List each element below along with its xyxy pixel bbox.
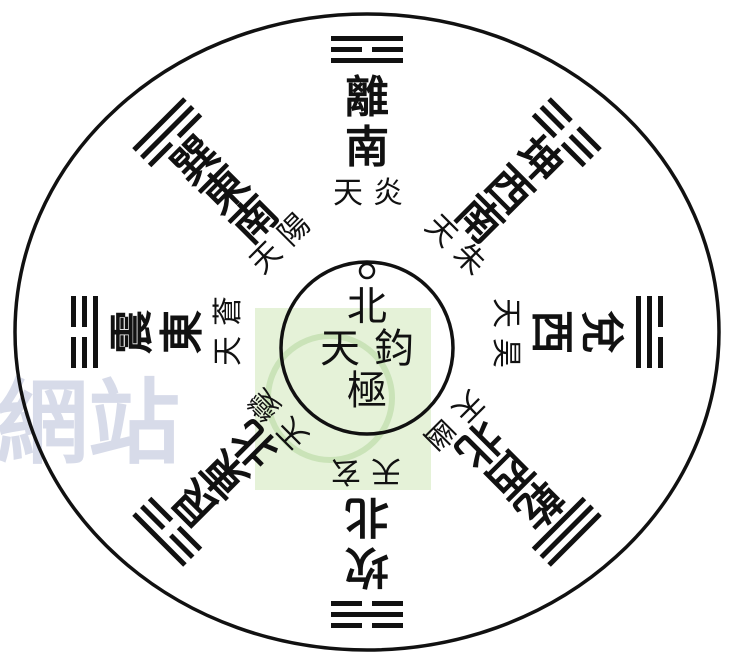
- center-north-char: 北: [347, 284, 387, 330]
- sector-zhen-small-2: 蒼: [211, 296, 246, 326]
- sector-li-small-1: 天: [333, 176, 363, 211]
- trigram-gen-icon: [132, 496, 203, 567]
- watermark-text: 網站: [0, 370, 180, 477]
- sector-kan-big-2: 北: [345, 491, 389, 542]
- sector-li-big-2: 南: [345, 122, 389, 173]
- sector-zhen-big-2: 東: [157, 310, 208, 354]
- pole-star-dot: [358, 262, 376, 280]
- sector-kan-small-2: 玄: [331, 453, 361, 488]
- sector-li: 離 南 天 炎: [331, 36, 403, 211]
- sector-dui: 兌 西 天 昊: [488, 296, 663, 368]
- sector-li-small-2: 炎: [373, 176, 403, 211]
- sector-kan-small-1: 天: [371, 453, 401, 488]
- sector-kan: 坎 北 天 玄: [331, 453, 403, 628]
- outer-ring: [13, 12, 721, 652]
- sector-dui-small-2: 昊: [488, 338, 523, 368]
- trigram-dui-icon: [636, 296, 663, 368]
- sector-li-big-1: 離: [345, 72, 389, 123]
- trigram-kun-icon: [531, 97, 602, 168]
- sector-dui-big-2: 西: [526, 310, 577, 354]
- center-label: 北 天 鈞 極: [320, 284, 414, 414]
- trigram-zhen-icon: [71, 296, 98, 368]
- trigram-li-icon: [331, 36, 403, 63]
- taiji-watermark-icon: [265, 333, 395, 463]
- trigram-qian-icon: [531, 496, 602, 567]
- inner-ring: [279, 260, 455, 436]
- sector-zhen-small-1: 天: [211, 336, 246, 366]
- center-jun-char: 鈞: [374, 326, 414, 372]
- trigram-xun-icon: [132, 97, 203, 168]
- sector-zhen-big-1: 震: [107, 309, 158, 354]
- center-pole-char: 極: [347, 368, 387, 414]
- sector-dui-small-1: 天: [488, 298, 523, 328]
- sector-zhen: 震 東 天 蒼: [71, 296, 246, 368]
- sector-xun: 巽 東 南 天 陽: [132, 97, 318, 281]
- sector-qian: 乾 西 北 天 幽: [416, 383, 602, 567]
- center-heaven-char: 天: [320, 326, 360, 372]
- trigram-kan-icon: [331, 601, 403, 628]
- watermark: 網站: [0, 308, 431, 490]
- sector-dui-big-1: 兌: [576, 310, 627, 354]
- sector-kun: 坤 西 南 天 朱: [418, 97, 602, 283]
- sector-kan-big-1: 坎: [345, 541, 389, 592]
